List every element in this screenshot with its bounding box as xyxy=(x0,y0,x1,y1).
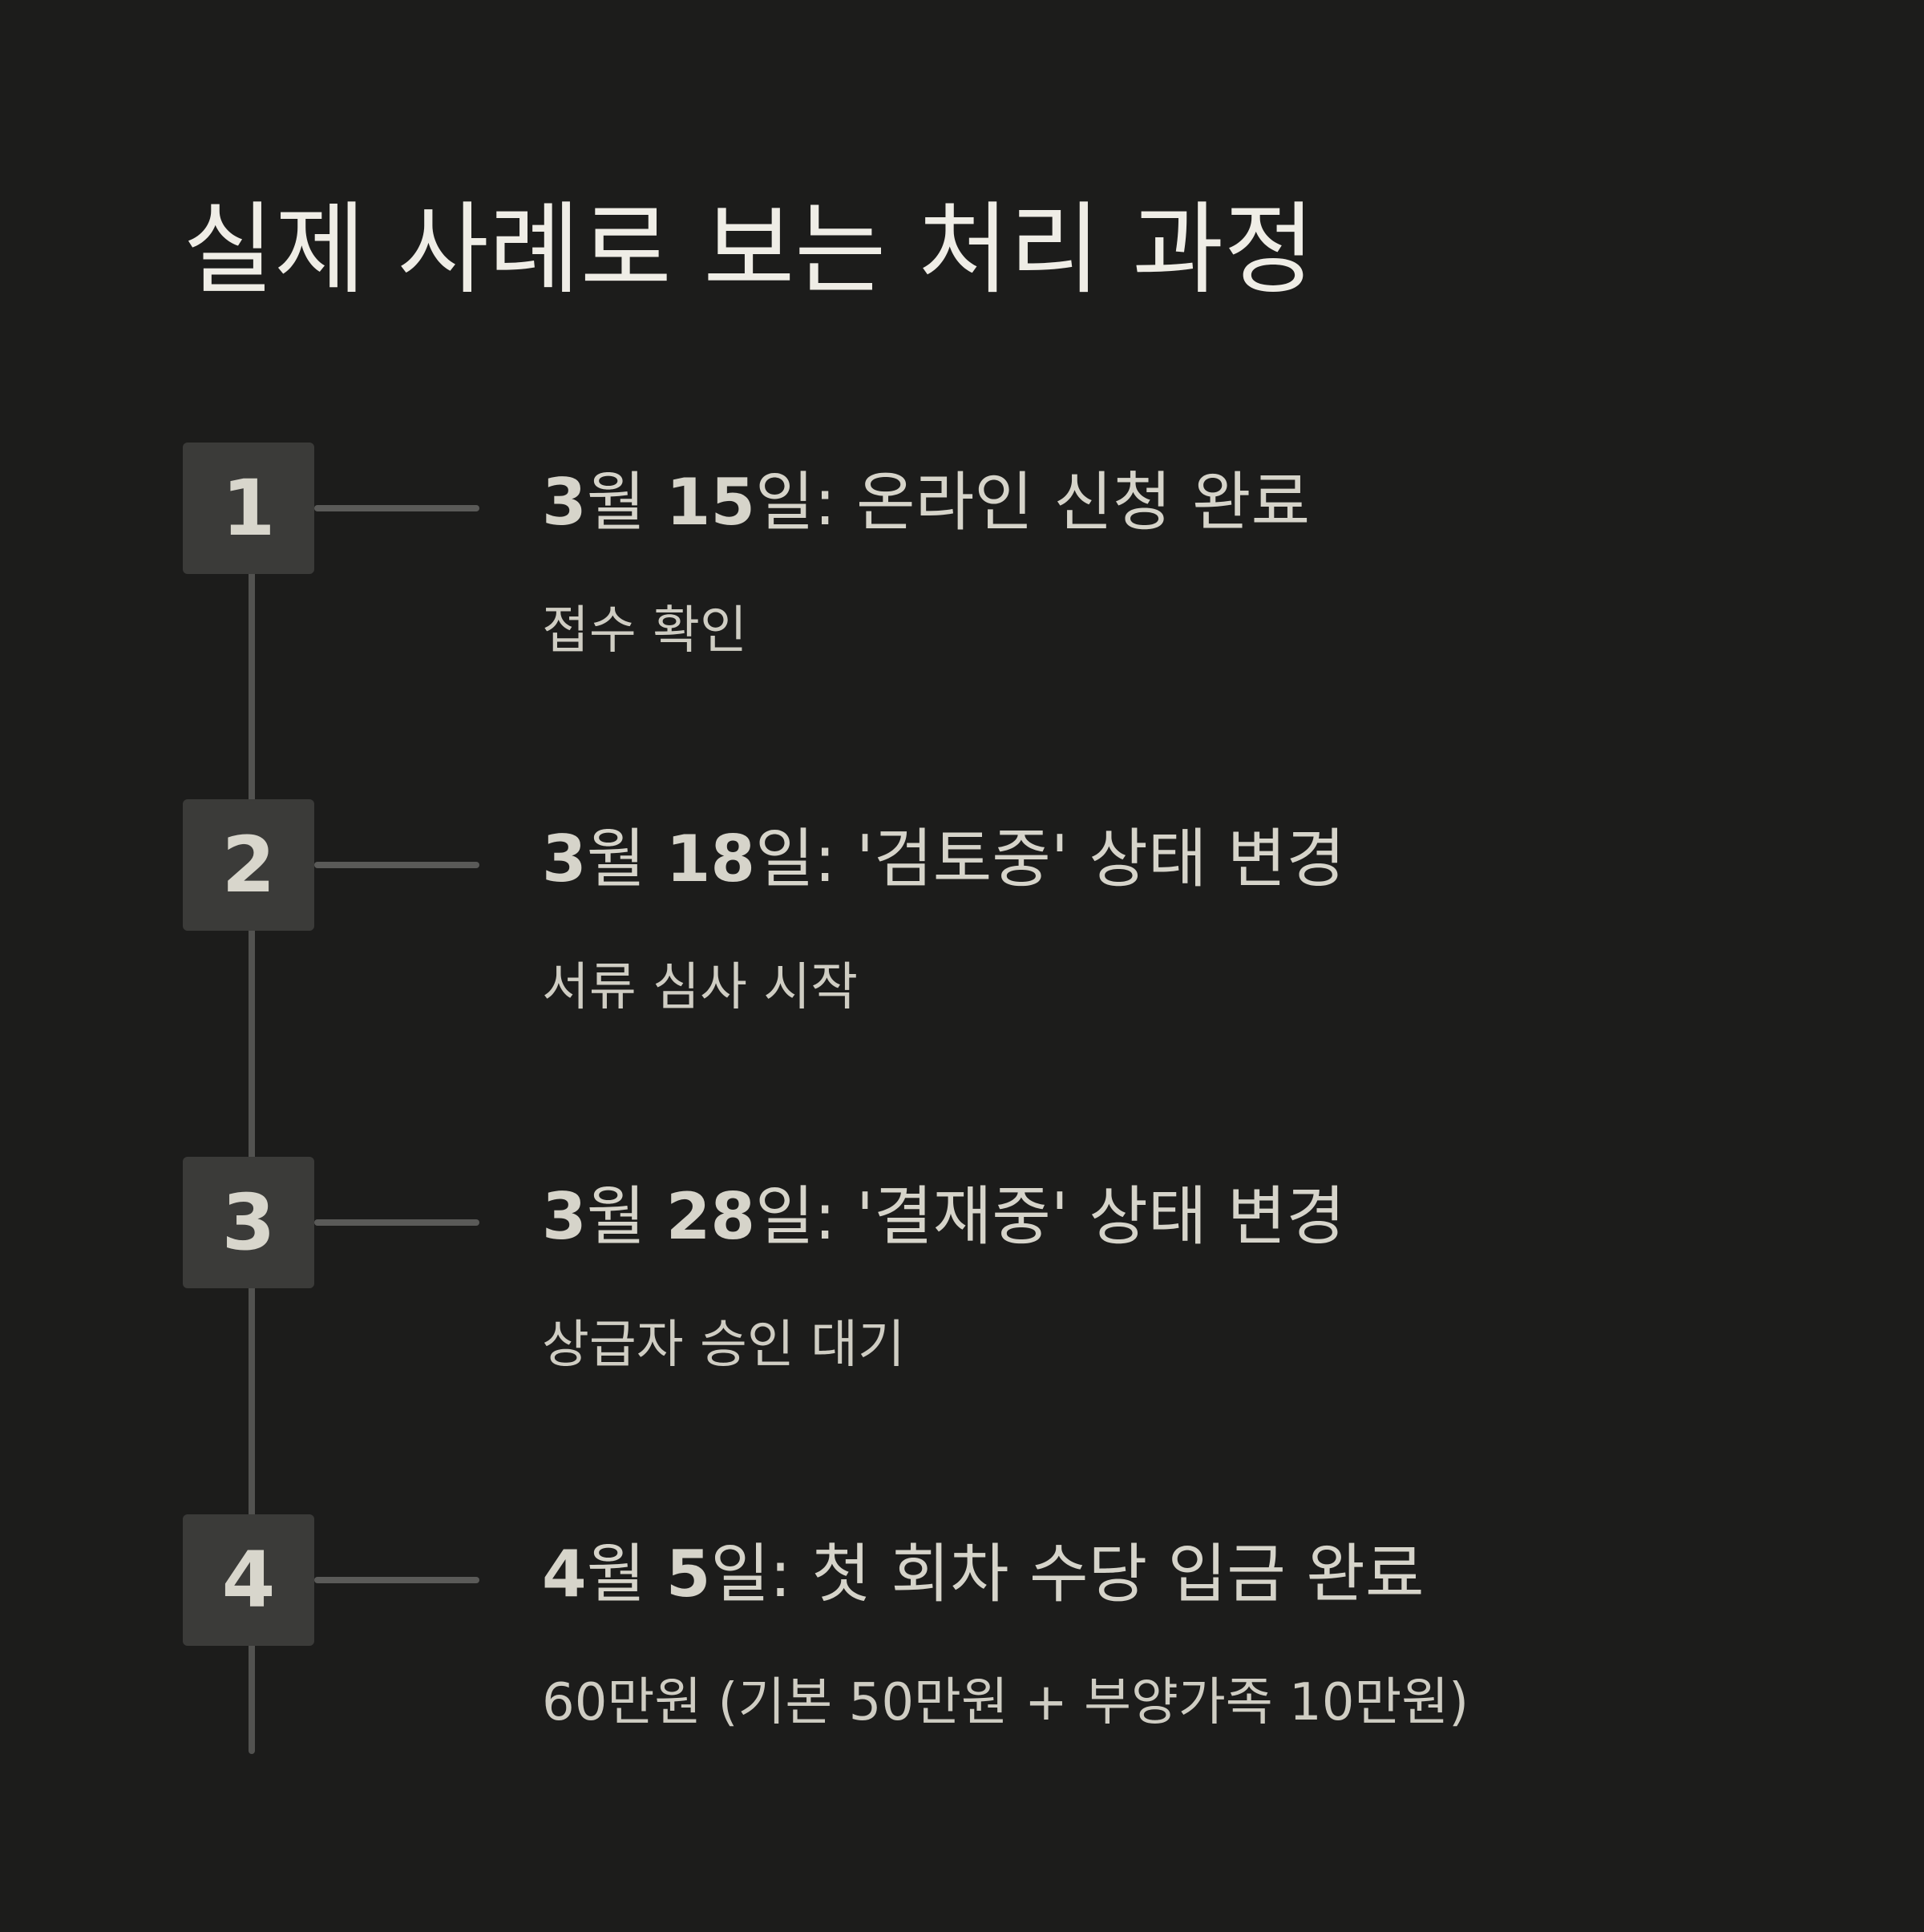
step-month-unit: 월 xyxy=(586,465,666,540)
step-title: 4월 5일: 첫 회차 수당 입금 완료 xyxy=(542,1530,1425,1619)
step-connector-line xyxy=(314,862,479,868)
step-month-unit: 월 xyxy=(586,822,666,896)
step-month-unit: 월 xyxy=(586,1179,666,1254)
timeline-step-3: 3 3월 28일: '결재중' 상태 변경 상급자 승인 대기 xyxy=(0,1157,1924,1413)
step-description: 60만원 (기본 50만원 + 부양가족 10만원) xyxy=(542,1673,1469,1732)
step-number-badge: 2 xyxy=(183,799,314,931)
step-event: '결재중' 상태 변경 xyxy=(835,1179,1346,1254)
step-month: 4 xyxy=(542,1537,587,1611)
step-day: 28 xyxy=(665,1179,756,1254)
step-day-unit: 일: xyxy=(755,1179,836,1254)
step-description: 서류 심사 시작 xyxy=(542,958,858,1017)
step-event: 첫 회차 수당 입금 완료 xyxy=(790,1537,1425,1611)
step-day: 18 xyxy=(665,822,756,896)
step-connector-line xyxy=(314,505,479,511)
step-event: '검토중' 상태 변경 xyxy=(835,822,1346,896)
step-number-badge: 1 xyxy=(183,443,314,574)
step-month: 3 xyxy=(542,822,587,896)
step-number-badge: 4 xyxy=(183,1514,314,1646)
step-title: 3월 15일: 온라인 신청 완료 xyxy=(542,459,1310,547)
step-day: 15 xyxy=(665,465,756,540)
step-number-badge: 3 xyxy=(183,1157,314,1288)
step-title: 3월 18일: '검토중' 상태 변경 xyxy=(542,815,1345,903)
page-title: 실제 사례로 보는 처리 과정 xyxy=(183,192,1316,308)
step-day-unit: 일: xyxy=(755,465,836,540)
step-description: 상급자 승인 대기 xyxy=(542,1316,905,1375)
timeline-step-2: 2 3월 18일: '검토중' 상태 변경 서류 심사 시작 xyxy=(0,799,1924,1056)
step-day: 5 xyxy=(665,1537,711,1611)
step-connector-line xyxy=(314,1219,479,1226)
step-title: 3월 28일: '결재중' 상태 변경 xyxy=(542,1173,1345,1261)
timeline-step-4: 4 4월 5일: 첫 회차 수당 입금 완료 60만원 (기본 50만원 + 부… xyxy=(0,1514,1924,1771)
step-day-unit: 일: xyxy=(755,822,836,896)
step-month: 3 xyxy=(542,465,587,540)
step-day-unit: 일: xyxy=(710,1537,791,1611)
timeline-step-1: 1 3월 15일: 온라인 신청 완료 접수 확인 xyxy=(0,443,1924,699)
step-month-unit: 월 xyxy=(586,1537,666,1611)
step-event: 온라인 신청 완료 xyxy=(835,465,1311,540)
step-connector-line xyxy=(314,1577,479,1583)
step-description: 접수 확인 xyxy=(542,601,747,661)
step-month: 3 xyxy=(542,1179,587,1254)
